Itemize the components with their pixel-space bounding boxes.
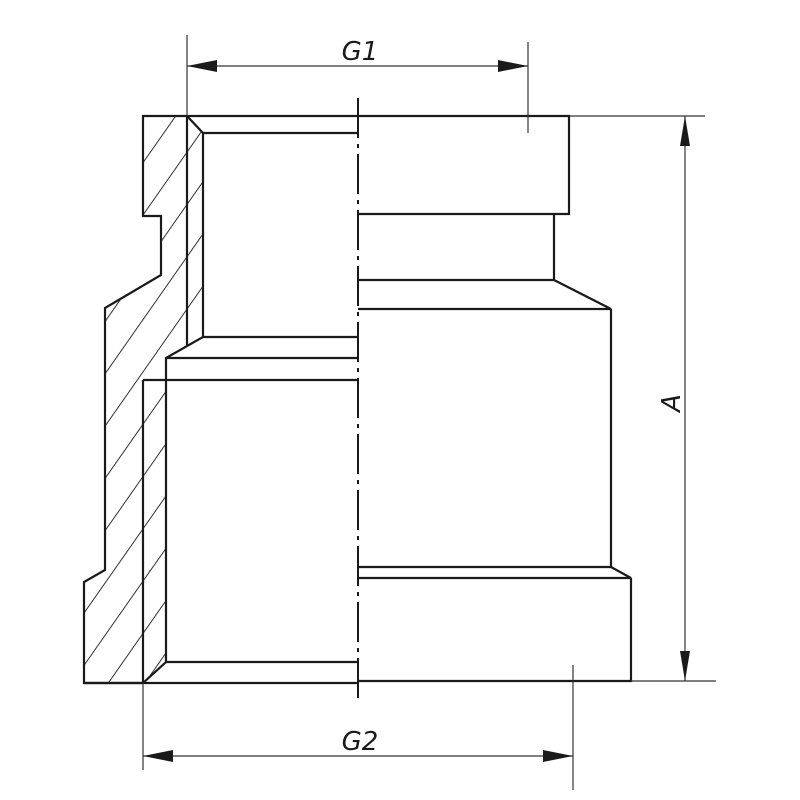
g2-arrow-right [543, 750, 573, 762]
g2-arrow-left [143, 750, 173, 762]
g1-arrow-right [498, 60, 528, 72]
g1-label: G1 [342, 37, 379, 67]
a-label: A [657, 394, 687, 414]
a-arrow-bottom [680, 651, 690, 681]
section-outline [84, 114, 358, 685]
g2-label: G2 [342, 727, 379, 757]
a-arrow-top [680, 116, 690, 146]
dimension-lines [142, 35, 716, 790]
dimension-arrows [143, 60, 690, 762]
exterior-outline [358, 114, 633, 683]
g1-arrow-left [187, 60, 217, 72]
